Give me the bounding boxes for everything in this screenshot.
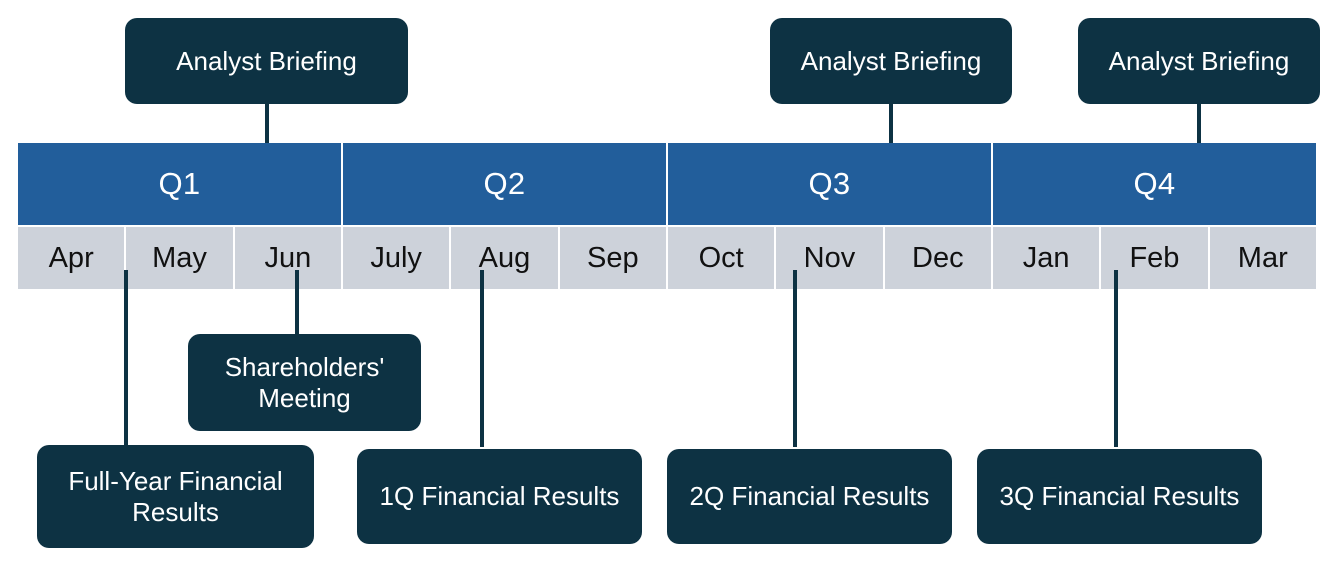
quarter-cell-q1[interactable]: Q1: [18, 143, 343, 225]
quarter-bar: Q1 Q2 Q3 Q4: [18, 143, 1316, 225]
callout-line-2: Results: [132, 496, 219, 527]
month-cell-sep[interactable]: Sep: [559, 227, 668, 289]
month-cell-jun[interactable]: Jun: [234, 227, 343, 289]
connector-1q-financial-results: [480, 270, 484, 447]
connector-full-year-financial-results: [124, 270, 128, 447]
callout-shareholders-meeting[interactable]: Shareholders' Meeting: [188, 334, 421, 431]
callout-shareholders-meeting-text: Shareholders' Meeting: [225, 352, 385, 413]
connector-analyst-briefing-q1: [265, 104, 269, 168]
month-cell-jan[interactable]: Jan: [992, 227, 1102, 289]
callout-analyst-briefing-q4[interactable]: Analyst Briefing: [1078, 18, 1320, 104]
month-bar: Apr May Jun July Aug Sep Oct Nov Dec Jan…: [18, 227, 1316, 289]
callout-analyst-briefing-q3[interactable]: Analyst Briefing: [770, 18, 1012, 104]
callout-2q-financial-results[interactable]: 2Q Financial Results: [667, 449, 952, 544]
month-cell-may[interactable]: May: [126, 227, 235, 289]
quarter-cell-q2[interactable]: Q2: [343, 143, 668, 225]
callout-line-2: Meeting: [258, 382, 351, 413]
connector-3q-financial-results: [1114, 270, 1118, 447]
callout-analyst-briefing-q1[interactable]: Analyst Briefing: [125, 18, 408, 104]
callout-3q-financial-results[interactable]: 3Q Financial Results: [977, 449, 1262, 544]
month-cell-july[interactable]: July: [342, 227, 452, 289]
month-cell-oct[interactable]: Oct: [667, 227, 777, 289]
quarter-cell-q3[interactable]: Q3: [668, 143, 993, 225]
month-cell-apr[interactable]: Apr: [18, 227, 127, 289]
callout-line-1: Full-Year Financial: [68, 465, 283, 496]
connector-2q-financial-results: [793, 270, 797, 447]
callout-line-1: Shareholders': [224, 351, 385, 382]
quarter-cell-q4[interactable]: Q4: [993, 143, 1316, 225]
connector-analyst-briefing-q4: [1197, 104, 1201, 168]
callout-1q-financial-results[interactable]: 1Q Financial Results: [357, 449, 642, 544]
connector-shareholders-meeting: [295, 270, 299, 336]
callout-full-year-financial-results[interactable]: Full-Year Financial Results: [37, 445, 314, 548]
callout-full-year-financial-results-text: Full-Year Financial Results: [68, 466, 282, 527]
connector-analyst-briefing-q3: [889, 104, 893, 168]
month-cell-mar[interactable]: Mar: [1209, 227, 1316, 289]
month-cell-feb[interactable]: Feb: [1101, 227, 1210, 289]
month-cell-dec[interactable]: Dec: [884, 227, 993, 289]
month-cell-aug[interactable]: Aug: [451, 227, 560, 289]
